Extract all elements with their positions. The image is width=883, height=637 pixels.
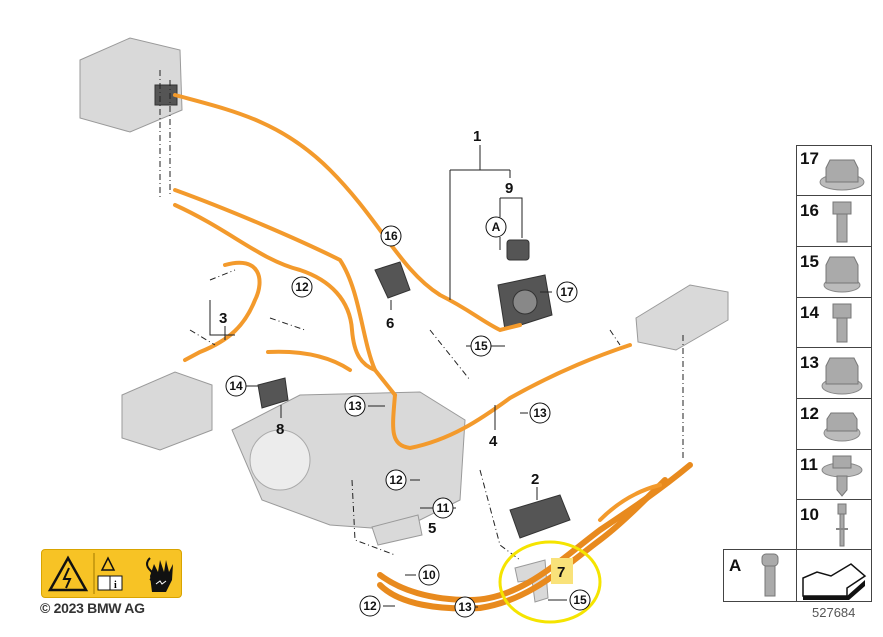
svg-text:11: 11: [437, 501, 450, 515]
part-label-7[interactable]: 7: [557, 564, 565, 581]
svg-text:15: 15: [474, 339, 488, 353]
callout-A[interactable]: A: [485, 216, 507, 238]
stud-bolt-icon: [836, 503, 848, 547]
high-voltage-warning-icon: [47, 555, 89, 592]
callout-13[interactable]: 13: [454, 596, 476, 618]
part-label-6[interactable]: 6: [386, 315, 394, 332]
bracket-7: [514, 559, 549, 603]
callout-10[interactable]: 10: [418, 564, 440, 586]
callout-16[interactable]: 16: [380, 225, 402, 247]
installation-arrow-cell: [796, 549, 872, 602]
hex-bolt-icon: [832, 201, 852, 243]
part-label-1[interactable]: 1: [473, 128, 481, 145]
bracket-5: [371, 514, 423, 546]
flange-bolt-icon: [821, 455, 863, 497]
svg-text:13: 13: [458, 600, 472, 614]
copyright-notice: © 2023 BMW AG: [40, 600, 145, 616]
bracket-8: [257, 377, 289, 409]
transmission: [231, 391, 466, 531]
highlight-box-7: [551, 558, 573, 584]
collar-nut-icon: [819, 159, 865, 191]
callout-15[interactable]: 15: [569, 589, 591, 611]
svg-text:A: A: [492, 220, 501, 234]
high-voltage-warning-label: i: [41, 549, 182, 598]
callout-12[interactable]: 12: [291, 276, 313, 298]
fastener-row-15[interactable]: 15: [796, 246, 872, 299]
callout-13[interactable]: 13: [529, 402, 551, 424]
callout-11[interactable]: 11: [432, 497, 454, 519]
highlight-ring: [498, 540, 602, 624]
installation-arrow-icon: [802, 563, 867, 600]
fastener-row-A[interactable]: A: [723, 549, 798, 602]
assembly-lines: [159, 70, 684, 561]
electric-motor: [121, 371, 213, 451]
no-touch-hand-icon: [146, 557, 173, 592]
svg-text:12: 12: [363, 599, 377, 613]
charging-socket: [497, 239, 553, 331]
callout-17[interactable]: 17: [556, 281, 578, 303]
svg-text:15: 15: [573, 593, 587, 607]
svg-text:10: 10: [422, 568, 436, 582]
fastener-row-17[interactable]: 17: [796, 145, 872, 197]
battery-unit: [635, 284, 729, 351]
svg-text:13: 13: [533, 406, 547, 420]
callout-12[interactable]: 12: [359, 595, 381, 617]
part-label-8[interactable]: 8: [276, 421, 284, 438]
svg-text:17: 17: [560, 285, 574, 299]
svg-text:12: 12: [295, 280, 309, 294]
svg-text:i: i: [114, 580, 117, 591]
svg-text:14: 14: [229, 379, 243, 393]
bracket-6: [374, 261, 411, 299]
read-manual-icon: i: [97, 556, 123, 591]
torx-screw-icon: [761, 553, 779, 597]
fastener-row-12[interactable]: 12: [796, 398, 872, 451]
part-label-2[interactable]: 2: [531, 471, 539, 488]
callout-12[interactable]: 12: [385, 469, 407, 491]
fastener-row-13[interactable]: 13: [796, 347, 872, 400]
part-label-3[interactable]: 3: [219, 310, 227, 327]
callout-14[interactable]: 14: [225, 375, 247, 397]
svg-text:16: 16: [384, 229, 398, 243]
fastener-row-11[interactable]: 11: [796, 449, 872, 501]
hex-bolt-icon: [832, 303, 852, 343]
collar-nut-icon: [823, 256, 861, 293]
svg-text:12: 12: [389, 473, 403, 487]
collar-nut-icon: [821, 357, 863, 395]
callout-15[interactable]: 15: [470, 335, 492, 357]
power-electronics-unit: [79, 37, 183, 133]
warning-symbols: i: [47, 553, 173, 594]
svg-text:13: 13: [348, 399, 362, 413]
part-label-4[interactable]: 4: [489, 433, 498, 450]
flange-nut-icon: [823, 412, 861, 442]
bracket-2: [509, 494, 571, 539]
part-label-5[interactable]: 5: [428, 520, 436, 537]
fastener-row-16[interactable]: 16: [796, 195, 872, 248]
fastener-row-10[interactable]: 10: [796, 499, 872, 551]
part-label-9[interactable]: 9: [505, 180, 513, 197]
fastener-row-14[interactable]: 14: [796, 297, 872, 349]
callout-13[interactable]: 13: [344, 395, 366, 417]
leader-lines: [209, 145, 567, 608]
document-number: 527684: [812, 605, 856, 620]
high-voltage-cables: [173, 93, 693, 612]
